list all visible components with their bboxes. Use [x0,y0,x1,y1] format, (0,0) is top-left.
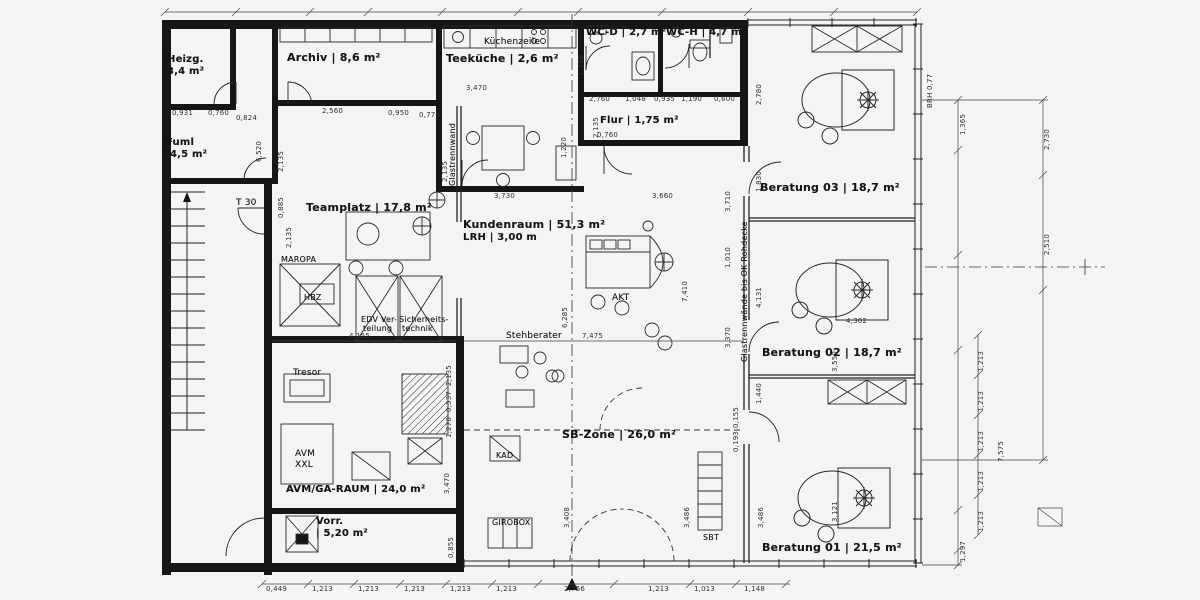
furniture [279,25,733,553]
masonry-walls [162,20,748,575]
dimension-chains [160,7,1063,589]
dashed-lines [464,387,744,562]
window-bands [463,18,923,568]
staircase [168,191,205,431]
consulting-desks [791,69,895,543]
stair-direction-arrow [183,192,191,202]
grid-axes [571,14,1105,582]
glass-partitions [456,24,915,563]
door-swings [213,43,782,557]
cabinets [279,25,907,405]
